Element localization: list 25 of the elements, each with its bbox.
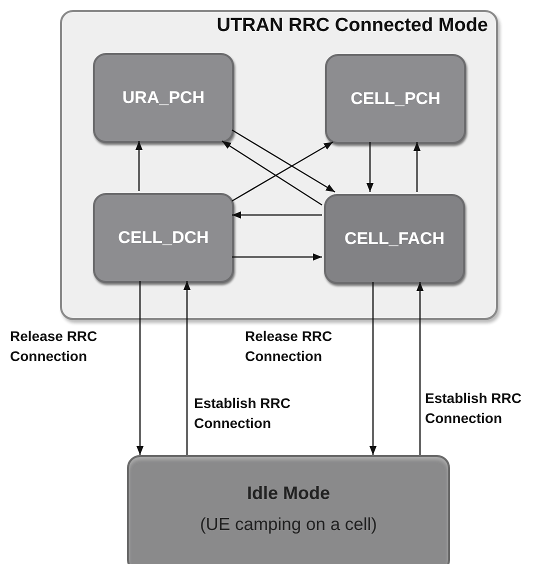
state-description: (UE camping on a cell) [200,514,378,535]
state-box [93,53,234,143]
arrow [232,211,322,219]
state-name: CELL_FACH [344,229,445,249]
state-box [324,194,465,284]
group-panel [60,10,498,320]
arrow [222,140,322,206]
arrow [232,253,322,261]
panel-title: UTRAN RRC Connected Mode [216,15,488,37]
arrow [136,281,144,455]
arrow [183,281,191,455]
state-name: CELL_PCH [350,89,440,109]
arrow [232,141,334,202]
arrow [369,282,377,455]
state-box [325,54,466,144]
state-box [127,455,450,564]
arrow [135,141,143,191]
arrow [416,282,424,455]
arrow [366,142,374,192]
state-name: Idle Mode [246,483,330,504]
state-name: URA_PCH [122,88,205,108]
arrow [413,142,421,192]
state-name: CELL_DCH [118,228,209,248]
arrow [232,129,336,193]
state-box [93,193,234,283]
